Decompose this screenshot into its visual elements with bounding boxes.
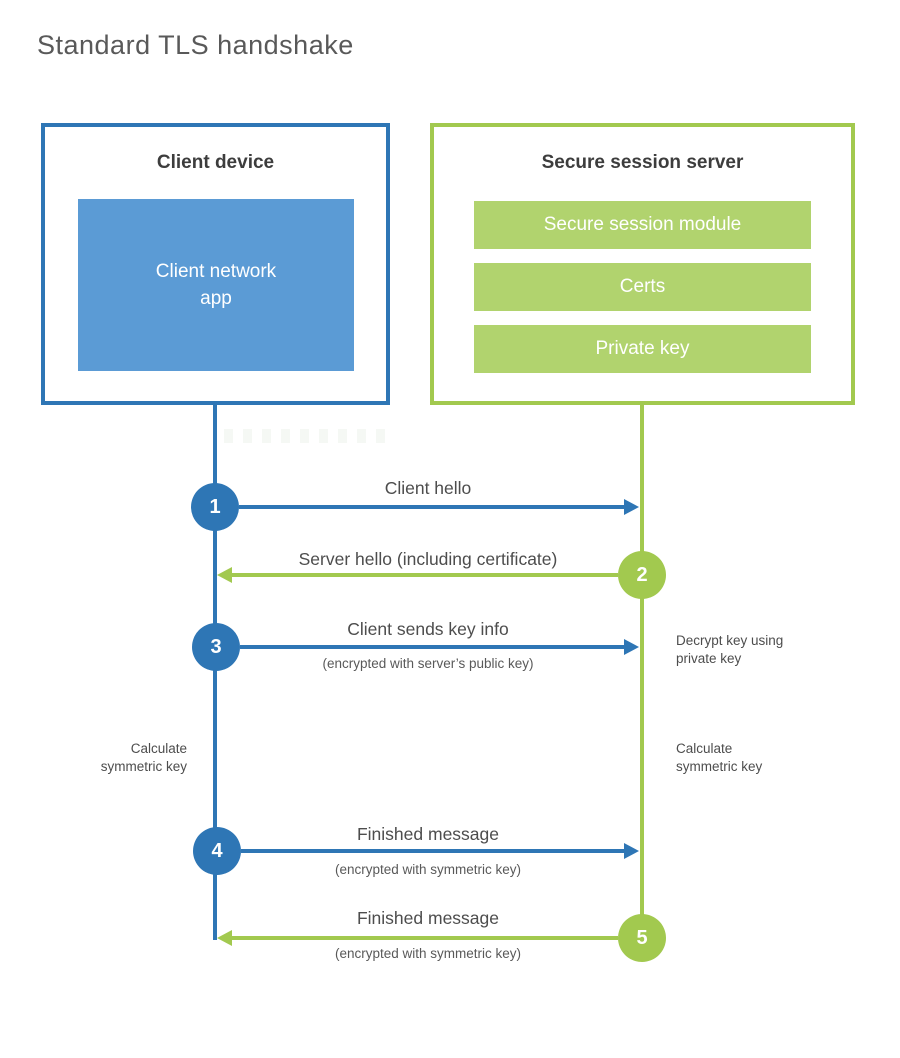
arrow-5-shaft <box>232 936 618 940</box>
arrow-5-left-head-icon <box>217 930 232 946</box>
server-lifeline <box>640 405 644 915</box>
message-2-label: Server hello (including certificate) <box>298 549 558 569</box>
arrow-1-right-head-icon <box>624 499 639 515</box>
message-3-subtext: (encrypted with server’s public key) <box>322 656 534 671</box>
message-5-subtext: (encrypted with symmetric key) <box>334 946 522 961</box>
arrow-3-shaft <box>240 645 624 649</box>
note-calc-symmetric-left: Calculate symmetric key <box>100 741 187 774</box>
arrow-1-shaft <box>239 505 624 509</box>
message-5-label: Finished message <box>356 908 500 928</box>
arrow-2-left-head-icon <box>217 567 232 583</box>
arrow-4-right-head-icon <box>624 843 639 859</box>
step-1-number: 1 <box>209 495 221 518</box>
step-1-badge: 1 <box>191 483 239 531</box>
secure-session-server-box: Secure session server Secure session mod… <box>430 123 855 405</box>
note-decrypt-key: Decrypt key using private key <box>676 633 784 666</box>
message-3-label: Client sends key info <box>347 619 509 639</box>
arrow-2-shaft <box>232 573 618 577</box>
faint-dashed-artifact <box>224 429 388 443</box>
secure-session-server-title: Secure session server <box>541 152 744 173</box>
page-title: Standard TLS handshake <box>37 30 354 60</box>
message-1-label: Client hello <box>384 478 472 498</box>
server-module-secure-session: Secure session module <box>474 201 811 249</box>
client-lifeline <box>213 405 217 940</box>
step-2-number: 2 <box>636 563 648 586</box>
step-4-badge: 4 <box>193 827 241 875</box>
arrow-4-shaft <box>241 849 624 853</box>
client-device-title: Client device <box>156 152 275 173</box>
step-4-number: 4 <box>211 839 223 862</box>
arrow-3-right-head-icon <box>624 639 639 655</box>
step-2-badge: 2 <box>618 551 666 599</box>
message-4-subtext: (encrypted with symmetric key) <box>334 862 522 877</box>
step-5-number: 5 <box>636 926 648 949</box>
note-calc-symmetric-right: Calculate symmetric key <box>676 741 763 774</box>
step-3-badge: 3 <box>192 623 240 671</box>
server-module-certs: Certs <box>474 263 811 311</box>
server-module-private-key: Private key <box>474 325 811 373</box>
message-4-label: Finished message <box>356 824 500 844</box>
step-5-badge: 5 <box>618 914 666 962</box>
step-3-number: 3 <box>210 635 222 658</box>
client-network-app-box: Client network app <box>78 199 354 371</box>
client-device-box: Client device Client network app <box>41 123 390 405</box>
